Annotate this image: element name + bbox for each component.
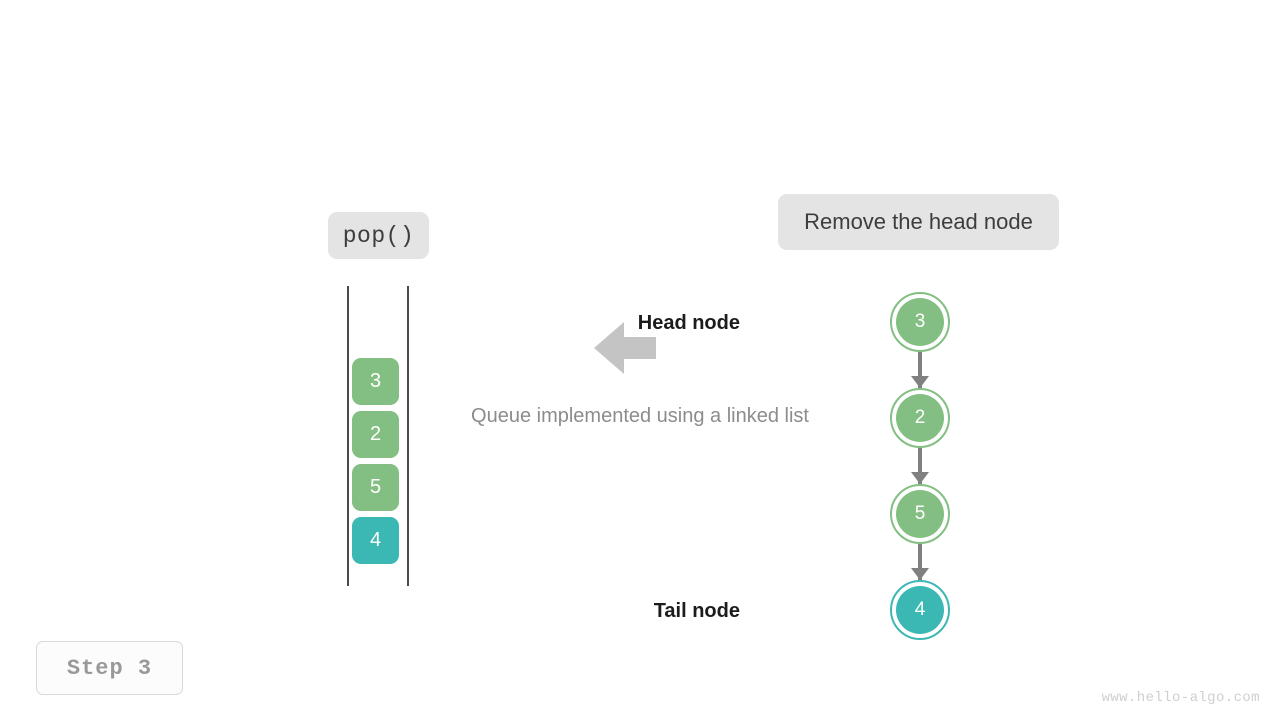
watermark: www.hello-algo.com bbox=[1101, 690, 1260, 706]
queue-cell-value: 5 bbox=[369, 476, 382, 498]
node-core: 4 bbox=[896, 586, 944, 634]
node-value: 2 bbox=[914, 407, 926, 428]
step-badge: Step 3 bbox=[36, 641, 183, 695]
queue-cell: 5 bbox=[352, 464, 399, 511]
queue-cell-value: 3 bbox=[369, 370, 382, 392]
linked-list: Head node Tail node 3 2 5 4 bbox=[638, 286, 970, 646]
arrow-down-icon bbox=[911, 472, 929, 484]
node-value: 3 bbox=[914, 311, 926, 332]
linked-list-node: 2 bbox=[890, 388, 950, 448]
queue-cell-value: 4 bbox=[369, 529, 382, 551]
node-value: 5 bbox=[914, 503, 926, 524]
linked-list-node: 5 bbox=[890, 484, 950, 544]
arrow-down-icon bbox=[911, 376, 929, 388]
tail-node-label: Tail node bbox=[653, 600, 740, 622]
node-link bbox=[918, 448, 922, 484]
queue-column: 3 2 5 4 bbox=[340, 284, 416, 586]
node-value: 4 bbox=[914, 599, 926, 620]
linked-list-node: 4 bbox=[890, 580, 950, 640]
node-core: 2 bbox=[896, 394, 944, 442]
queue-cell: 2 bbox=[352, 411, 399, 458]
operation-call-label: pop() bbox=[328, 212, 429, 259]
operation-description-label: Remove the head node bbox=[778, 194, 1059, 250]
node-core: 5 bbox=[896, 490, 944, 538]
queue-rail-left bbox=[347, 286, 349, 586]
arrow-down-icon bbox=[911, 568, 929, 580]
queue-cell: 3 bbox=[352, 358, 399, 405]
queue-cell: 4 bbox=[352, 517, 399, 564]
node-link bbox=[918, 544, 922, 580]
queue-cell-value: 2 bbox=[369, 423, 382, 445]
node-link bbox=[918, 352, 922, 388]
node-core: 3 bbox=[896, 298, 944, 346]
queue-rail-right bbox=[407, 286, 409, 586]
arrow-left-block-icon bbox=[594, 322, 656, 374]
structure-caption: Queue implemented using a linked list bbox=[471, 405, 809, 427]
head-node-label: Head node bbox=[637, 312, 740, 334]
linked-list-node: 3 bbox=[890, 292, 950, 352]
